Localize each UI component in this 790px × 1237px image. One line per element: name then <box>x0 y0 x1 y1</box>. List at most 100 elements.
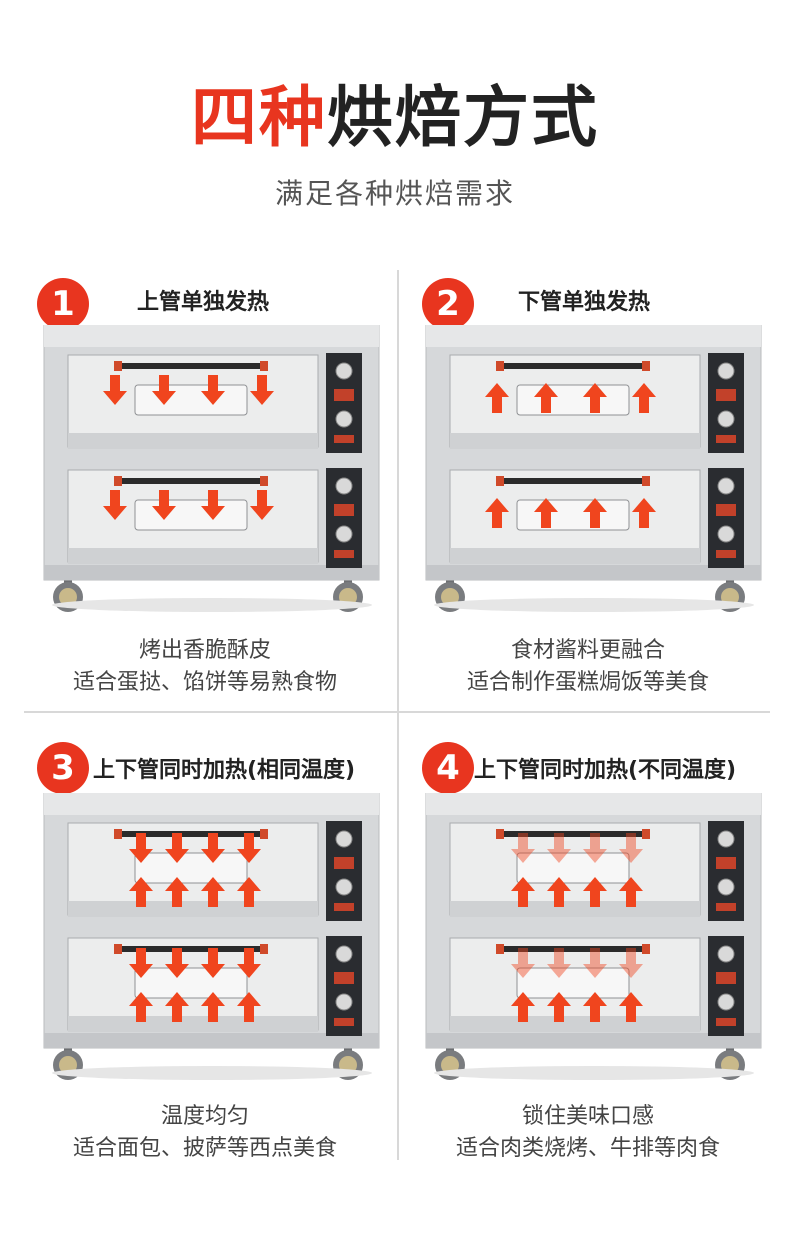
oven-knob <box>335 993 353 1011</box>
oven-window <box>516 967 630 999</box>
oven-indicator <box>334 435 354 443</box>
heat-arrow-down <box>201 833 225 863</box>
oven-illustration <box>425 325 762 612</box>
heat-arrow-down <box>547 833 571 863</box>
page-subtitle: 满足各种烘焙需求 <box>274 177 515 210</box>
horizontal-divider <box>24 711 770 713</box>
heat-arrow-up <box>583 498 607 528</box>
oven-base <box>44 1033 379 1048</box>
oven-handle <box>497 478 649 484</box>
oven-handle-end <box>260 829 268 839</box>
heat-arrow-down <box>165 833 189 863</box>
mode-number-badge: 1 <box>37 278 89 330</box>
oven-knob <box>717 878 735 896</box>
oven-handle-end <box>642 476 650 486</box>
oven-handle-end <box>496 829 504 839</box>
oven-knob <box>335 477 353 495</box>
oven-knob <box>335 830 353 848</box>
heat-arrow-up <box>129 877 153 907</box>
oven-top-panel <box>44 793 379 815</box>
heat-arrow-up <box>165 877 189 907</box>
oven-knob <box>335 362 353 380</box>
oven-door-bottom-panel <box>450 433 700 449</box>
heat-arrow-down <box>619 833 643 863</box>
oven-wheel-hub <box>59 1056 77 1074</box>
mode-benefit: 锁住美味口感 <box>521 1104 654 1129</box>
oven-indicator <box>334 857 354 869</box>
oven-handle-end <box>260 361 268 371</box>
oven-illustration <box>43 793 380 1080</box>
oven-indicator <box>334 504 354 516</box>
oven-indicator <box>334 972 354 984</box>
mode-suitable-foods: 适合肉类烧烤、牛排等肉食 <box>455 1136 720 1161</box>
oven-handle-end <box>496 944 504 954</box>
oven-handle-end <box>114 829 122 839</box>
oven-door-bottom-panel <box>68 433 318 449</box>
oven-window <box>516 852 630 884</box>
heat-arrow-up <box>534 498 558 528</box>
heat-arrow-down <box>201 375 225 405</box>
oven-base <box>44 565 379 580</box>
oven-base <box>426 565 761 580</box>
heat-arrow-down <box>547 948 571 978</box>
heat-arrow-down <box>165 948 189 978</box>
heat-arrow-up <box>632 498 656 528</box>
oven-knob <box>335 525 353 543</box>
heat-arrow-up <box>129 992 153 1022</box>
mode-suitable-foods: 适合制作蛋糕焗饭等美食 <box>466 670 709 695</box>
oven-shadow <box>434 598 754 612</box>
heat-arrow-down <box>103 490 127 520</box>
oven-handle-end <box>114 361 122 371</box>
heat-arrow-down <box>152 490 176 520</box>
heat-arrow-down <box>201 948 225 978</box>
oven-indicator <box>716 435 736 443</box>
heat-arrow-up <box>547 992 571 1022</box>
mode-number-badge: 2 <box>422 278 474 330</box>
heat-arrow-down <box>511 948 535 978</box>
mode-title: 上下管同时加热(不同温度) <box>474 758 737 783</box>
oven-knob <box>717 477 735 495</box>
oven-top-panel <box>44 325 379 347</box>
oven-handle-end <box>496 476 504 486</box>
oven-door-bottom-panel <box>450 901 700 917</box>
oven-knob <box>717 945 735 963</box>
heat-arrow-down <box>619 948 643 978</box>
oven-knob <box>335 945 353 963</box>
oven-handle-end <box>260 944 268 954</box>
oven-window <box>134 499 248 531</box>
page-title: 四种烘焙方式 <box>0 78 790 158</box>
heat-arrow-up <box>583 383 607 413</box>
oven-knob <box>717 830 735 848</box>
oven-indicator <box>334 389 354 401</box>
heat-arrow-up <box>237 992 261 1022</box>
oven-handle-end <box>642 944 650 954</box>
oven-shadow <box>434 1066 754 1080</box>
oven-handle <box>115 946 267 952</box>
oven-wheel-hub <box>59 588 77 606</box>
oven-window <box>134 967 248 999</box>
mode-number-badge: 3 <box>37 742 89 794</box>
oven-handle-end <box>114 476 122 486</box>
vertical-divider <box>397 270 399 1160</box>
oven-shadow <box>52 1066 372 1080</box>
heat-arrow-up <box>237 877 261 907</box>
heat-arrow-up <box>201 992 225 1022</box>
mode-title: 下管单独发热 <box>518 290 651 315</box>
heat-arrow-down <box>152 375 176 405</box>
oven-handle-end <box>496 361 504 371</box>
oven-window <box>134 384 248 416</box>
oven-handle <box>115 831 267 837</box>
oven-knob <box>335 410 353 428</box>
heat-arrow-down <box>103 375 127 405</box>
oven-indicator <box>716 1018 736 1026</box>
oven-wheel-hub <box>441 1056 459 1074</box>
heat-arrow-up <box>632 383 656 413</box>
oven-illustration <box>425 793 762 1080</box>
oven-window <box>516 384 630 416</box>
heat-arrow-down <box>511 833 535 863</box>
heat-arrow-down <box>250 490 274 520</box>
oven-illustration <box>43 325 380 612</box>
oven-indicator <box>716 903 736 911</box>
oven-door-bottom-panel <box>450 1016 700 1032</box>
oven-knob <box>717 362 735 380</box>
